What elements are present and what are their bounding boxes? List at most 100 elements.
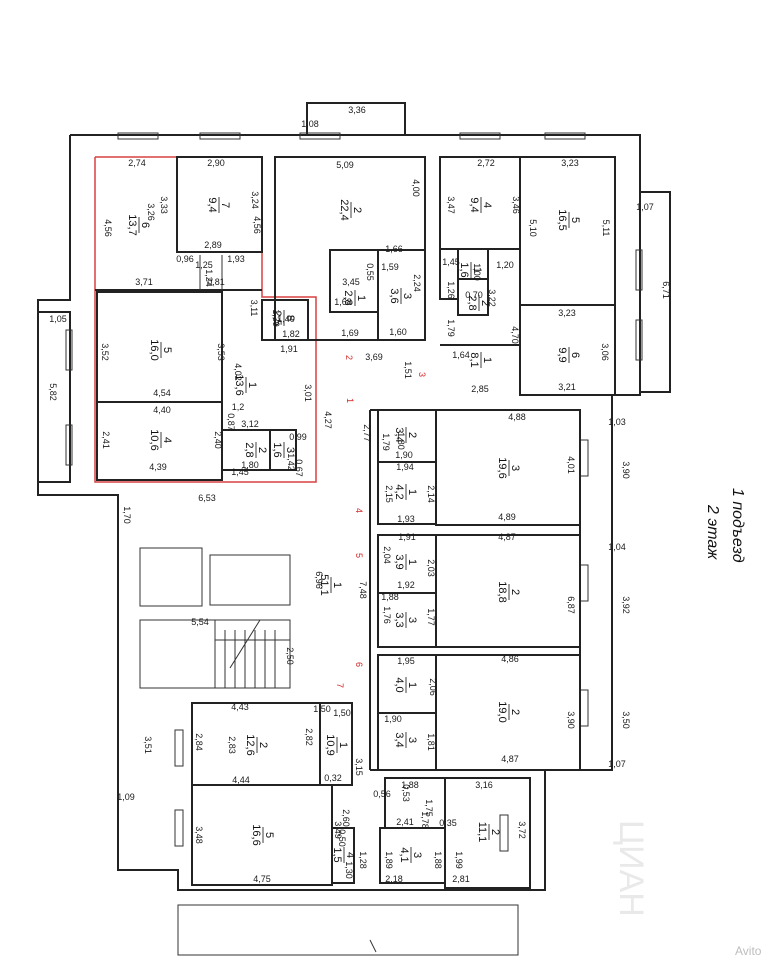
dimension-label: 4,39: [149, 462, 167, 472]
room-label: 516,0: [148, 339, 173, 360]
unit-top-left: [94, 156, 317, 483]
dimension-label: 1,20: [496, 260, 514, 270]
unit-top-middle: [274, 156, 426, 341]
dimension-label: 1,30: [344, 861, 354, 879]
dimension-label: 3,15: [354, 758, 364, 776]
room-label: 33,3: [393, 612, 418, 628]
room-number: 4: [344, 852, 356, 858]
room-label: 218,8: [496, 581, 521, 602]
red-mark: 7: [335, 683, 345, 688]
dimension-label: 3,69: [365, 352, 383, 362]
room-area: 11,1: [476, 822, 488, 843]
room-label: 110,9: [324, 734, 349, 755]
dimension-label: 2,83: [227, 736, 237, 754]
room-area: 2,5: [271, 310, 283, 325]
dimension-label: 3,51: [143, 736, 153, 754]
dimension-label: 3,53: [216, 343, 226, 361]
dimension-label: 0,81: [207, 277, 225, 287]
caption-entrance: 1 подъезд: [729, 488, 746, 563]
balcony-right: [639, 191, 671, 393]
dimension-label: 3,46: [511, 196, 521, 214]
room-area: 2,8: [243, 442, 255, 457]
dimension-label: 1,93: [227, 254, 245, 264]
dimension-label: 0,50: [337, 829, 347, 847]
room-number: 5: [569, 217, 581, 223]
room-number: 2: [406, 432, 418, 438]
dimension-label: 1,77: [426, 608, 436, 626]
room-number: 3: [401, 293, 413, 299]
dimension-label: 1,64: [452, 350, 470, 360]
dimension-label: 2,15: [384, 485, 394, 503]
room-number: 3: [509, 465, 521, 471]
room-number: 2: [509, 709, 521, 715]
room-number: 2: [509, 589, 521, 595]
dimension-label: 1,68: [334, 297, 352, 307]
room-area: 9,4: [206, 197, 218, 212]
dimension-label: 4,02: [233, 363, 243, 381]
dimension-label: 3,71: [135, 277, 153, 287]
room-number: 5: [161, 347, 173, 353]
dimension-label: 3,11: [249, 300, 259, 317]
room-label: 319,6: [496, 457, 521, 478]
room-label: 79,4: [206, 197, 231, 213]
room-number: 1: [406, 489, 418, 495]
dimension-label: 1,05: [49, 314, 67, 324]
room-area: 13,6: [233, 374, 245, 395]
room-number: 2: [479, 300, 491, 306]
room-label: 23,4: [393, 427, 418, 443]
dimension-label: 1,76: [382, 606, 392, 624]
room-label: 41,5: [331, 847, 356, 863]
dimension-label: 3,12: [241, 419, 259, 429]
dimension-label: 3,06: [600, 343, 610, 361]
dimension-label: 1,45: [442, 257, 460, 267]
room-number: 4: [481, 202, 493, 208]
dimension-label: 1,00: [472, 263, 482, 281]
dimension-label: 1,80: [396, 432, 406, 450]
dimension-label: 1,26: [446, 281, 456, 299]
room-label: 22,8: [243, 442, 268, 458]
room-number: 1: [246, 382, 258, 388]
room-label: 613,7: [126, 214, 151, 235]
unit-top-right: [439, 156, 616, 396]
room-number: 2: [489, 829, 501, 835]
dimension-label: 3,33: [159, 196, 169, 214]
dimension-label: 3,48: [194, 826, 204, 844]
dimension-label: 2,84: [194, 733, 204, 751]
room-number: 4: [161, 437, 173, 443]
red-mark: 4: [354, 508, 364, 513]
dimension-label: 2,14: [426, 485, 436, 503]
dimension-label: 2,03: [426, 559, 436, 577]
dimension-label: 1,25: [195, 260, 213, 270]
room-label: 113,6: [233, 374, 258, 395]
dimension-label: 3,16: [475, 780, 493, 790]
room-area: 2,8: [466, 295, 478, 310]
dimension-label: 3,90: [566, 711, 576, 729]
dimension-label: 0,67: [294, 459, 304, 477]
dimension-label: 0,87: [226, 413, 236, 431]
room-label: 516,5: [556, 209, 581, 230]
dimension-label: 2,24: [412, 274, 422, 292]
dimension-label: 1,91: [398, 532, 416, 542]
room-label: 11,6: [458, 262, 483, 278]
dimension-label: 6,87: [566, 596, 576, 614]
dimension-label: 4,27: [323, 411, 333, 429]
dimension-label: 3,72: [517, 821, 527, 839]
balcony-left: [37, 311, 71, 483]
dimension-label: 3,45: [342, 277, 360, 287]
room-area: 3,4: [393, 427, 405, 442]
room-label: 219,0: [496, 701, 521, 722]
dimension-label: 0,32: [324, 773, 342, 783]
dimension-label: 4,44: [232, 775, 250, 785]
dimension-label: 6,53: [198, 493, 216, 503]
dimension-label: 1,51: [403, 361, 413, 379]
room-number: 1: [406, 682, 418, 688]
dimension-label: 1,99: [454, 851, 464, 869]
room-number: 1: [337, 742, 349, 748]
room-number: 7: [219, 202, 231, 208]
dimension-label: 5,54: [191, 617, 209, 627]
dimension-label: 3,49: [333, 821, 343, 839]
dimension-label: 3,47: [446, 196, 456, 214]
room-area: 3,9: [393, 554, 405, 569]
room-area: 3,6: [388, 288, 400, 303]
room-area: 4,1: [398, 847, 410, 862]
